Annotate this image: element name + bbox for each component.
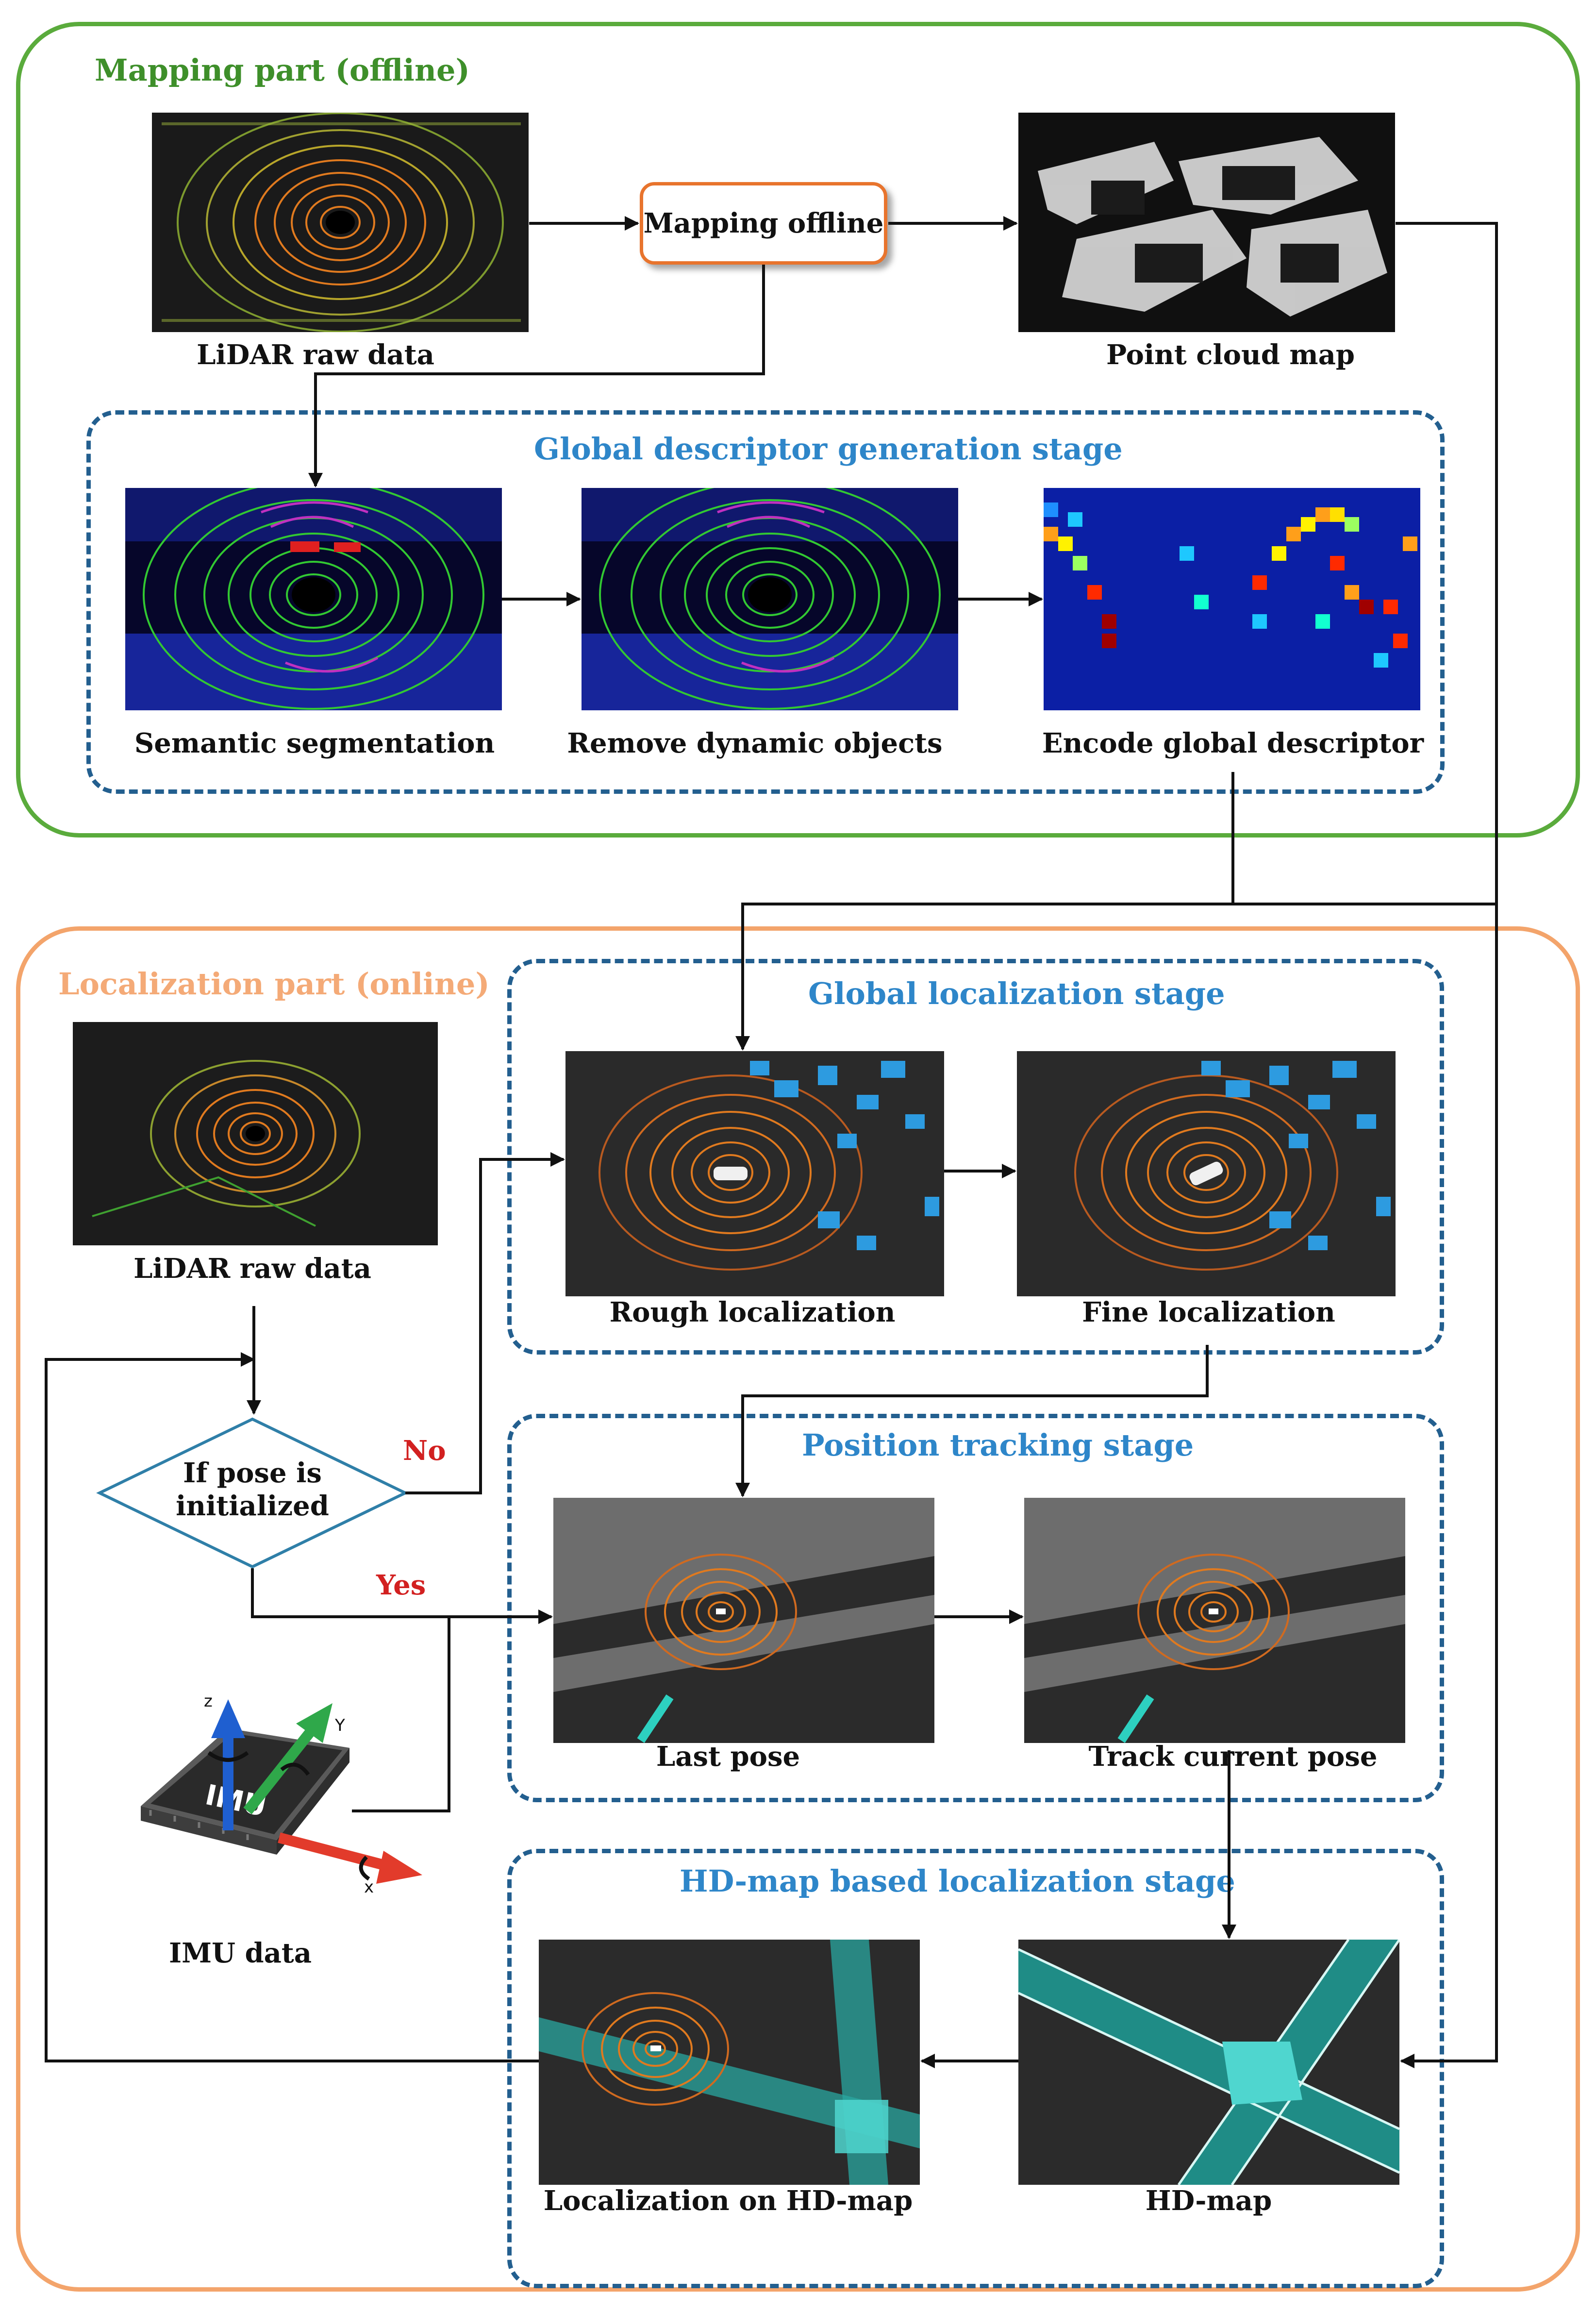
caption-point-cloud-map: Point cloud map — [1106, 339, 1355, 371]
global-descriptor-stage — [86, 410, 1445, 794]
line-pointcloud-to-right — [1233, 222, 1498, 905]
arrow-yes-to-lastpose — [251, 1568, 553, 1624]
remove-dynamic-objects-image — [582, 488, 958, 710]
global-localization-stage-title: Global localization stage — [808, 976, 1225, 1011]
rough-localization-image — [565, 1051, 944, 1296]
yes-label: Yes — [376, 1569, 426, 1601]
caption-encode-descriptor: Encode global descriptor — [1042, 727, 1424, 759]
localization-title: Localization part (online) — [58, 966, 490, 1002]
global-descriptor-stage-title: Global descriptor generation stage — [534, 431, 1123, 467]
hdmap-stage — [507, 1849, 1444, 2288]
caption-hdmap: HD-map — [1145, 2185, 1272, 2217]
caption-fine-localization: Fine localization — [1082, 1296, 1335, 1328]
caption-last-pose: Last pose — [656, 1741, 800, 1773]
localization-panel — [16, 926, 1580, 2292]
axis-y-label: Y — [334, 1716, 345, 1735]
axis-x-label: x — [364, 1877, 374, 1893]
track-current-pose-image — [1024, 1498, 1405, 1743]
decision-text: If pose is initialized — [131, 1457, 374, 1523]
mapping-offline-node: Mapping offline — [640, 182, 887, 265]
line-imu-to-lastpose — [352, 1617, 450, 1812]
decision-diamond — [96, 1417, 409, 1569]
arrow-no-to-rough — [405, 1152, 565, 1494]
caption-rough-localization: Rough localization — [609, 1296, 896, 1328]
point-cloud-map-image — [1018, 113, 1395, 332]
mapping-panel — [16, 22, 1580, 838]
fine-localization-image — [1017, 1051, 1396, 1296]
hdmap-stage-title: HD-map based localization stage — [680, 1863, 1235, 1899]
lidar-raw-image-localization — [73, 1022, 438, 1245]
caption-lidar-raw-localization: LiDAR raw data — [133, 1253, 371, 1285]
arrow-pointcloud-to-hdmap — [1400, 904, 1498, 2068]
localization-on-hdmap-image — [539, 1940, 920, 2185]
decision-line-1: If pose is — [183, 1457, 322, 1489]
caption-imu-data: IMU data — [168, 1937, 312, 1969]
caption-remove-dynamic: Remove dynamic objects — [567, 727, 943, 759]
caption-lidar-raw-mapping: LiDAR raw data — [197, 339, 434, 371]
arrow-feedback-loop — [45, 1352, 539, 2062]
arrow-encode-to-rough — [735, 772, 1234, 1051]
decision-line-2: initialized — [176, 1490, 329, 1522]
global-descriptor-image — [1044, 488, 1420, 710]
arrow-fine-to-lastpose — [735, 1345, 1209, 1497]
lidar-raw-image-mapping — [152, 113, 529, 332]
arrow-mapping-to-segmentation — [308, 265, 765, 487]
mapping-title: Mapping part (offline) — [95, 52, 470, 88]
caption-semantic-segmentation: Semantic segmentation — [134, 727, 495, 759]
hdmap-image — [1018, 1940, 1399, 2185]
caption-localization-on-hdmap: Localization on HD-map — [543, 2185, 913, 2217]
semantic-segmentation-image — [125, 488, 502, 710]
global-localization-stage — [507, 959, 1444, 1355]
no-label: No — [403, 1435, 446, 1467]
imu-axes: z Y x — [204, 1692, 422, 1893]
axis-z-label: z — [204, 1692, 213, 1711]
position-tracking-stage — [507, 1414, 1444, 1802]
position-tracking-stage-title: Position tracking stage — [802, 1427, 1194, 1463]
last-pose-image — [553, 1498, 934, 1743]
caption-track-current-pose: Track current pose — [1088, 1741, 1378, 1773]
